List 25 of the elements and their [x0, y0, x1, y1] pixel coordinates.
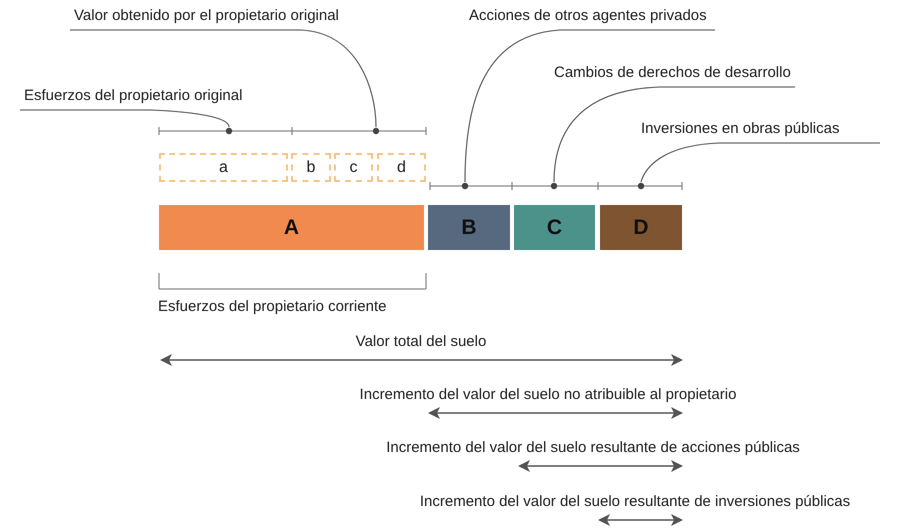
- value-segment-bar: C: [514, 205, 595, 250]
- leader-line: [640, 142, 880, 182]
- callout-text: Esfuerzos del propietario original: [20, 86, 270, 110]
- dimension-bracket: [158, 127, 428, 135]
- callout-text: Cambios de derechos de desarrollo: [550, 63, 795, 87]
- bracket-label: Esfuerzos del propietario corriente: [158, 298, 386, 315]
- dimension-label: Valor total del suelo: [356, 333, 486, 350]
- value-segment-bar: B: [428, 205, 510, 250]
- callout-text: Acciones de otros agentes privados: [465, 6, 715, 30]
- leader-line: [70, 29, 377, 128]
- leader-line: [553, 86, 795, 182]
- dimension-label: Incremento del valor del suelo resultante de acciones públicas: [386, 439, 800, 456]
- callout-text: Inversiones en obras públicas: [637, 119, 880, 143]
- callout-text: Valor obtenido por el propietario original: [70, 6, 376, 30]
- dimension-bracket: [429, 182, 684, 190]
- sub-segment-box: b: [291, 153, 331, 182]
- dimension-label: Incremento del valor del suelo no atribuible al propietario: [360, 386, 736, 403]
- value-segment-bar: A: [159, 205, 424, 250]
- dimension-label: Incremento del valor del suelo resultante de inversiones públicas: [420, 493, 850, 510]
- leader-line: [464, 29, 715, 182]
- sub-segment-box: d: [377, 153, 426, 182]
- leader-line: [20, 109, 230, 128]
- value-segment-bar: D: [600, 205, 682, 250]
- sub-segment-box: c: [334, 153, 373, 182]
- sub-segment-box: a: [159, 153, 288, 182]
